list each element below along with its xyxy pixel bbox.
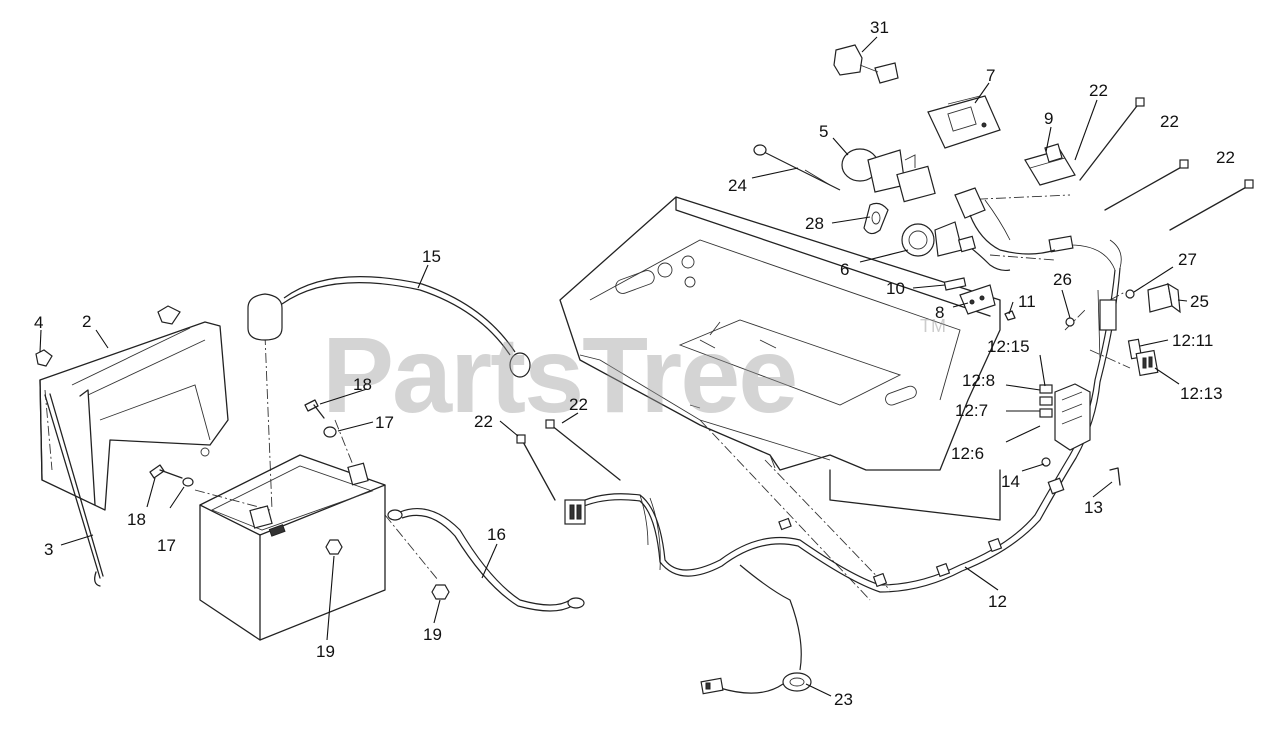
- key-28: [863, 202, 889, 235]
- fuses-and-relays: [1127, 338, 1159, 377]
- callout-17-b: 17: [157, 536, 176, 555]
- safety-switch-9: [1024, 143, 1076, 186]
- callout-4: 4: [34, 313, 43, 332]
- callout-17-a: 17: [375, 413, 394, 432]
- callout-7: 7: [986, 66, 995, 85]
- watermark-trademark: TM: [920, 316, 946, 336]
- relay-25: [1147, 282, 1181, 314]
- callout-19-b: 19: [423, 625, 442, 644]
- callout-10: 10: [886, 279, 905, 298]
- callout-25: 25: [1190, 292, 1209, 311]
- callout-22-a: 22: [1089, 81, 1108, 100]
- callout-27: 27: [1178, 250, 1197, 269]
- callout-13: 13: [1084, 498, 1103, 517]
- callout-8: 8: [935, 303, 944, 322]
- callout-12-8: 12:8: [962, 371, 995, 390]
- callout-12-13: 12:13: [1180, 384, 1223, 403]
- callout-18-b: 18: [127, 510, 146, 529]
- callout-22-d: 22: [474, 412, 493, 431]
- connector-31: [833, 44, 899, 84]
- callout-5: 5: [819, 122, 828, 141]
- frame-plate: [559, 196, 1001, 521]
- callout-9: 9: [1044, 109, 1053, 128]
- callout-22-b: 22: [1160, 112, 1179, 131]
- callout-12-7: 12:7: [955, 401, 988, 420]
- callout-26: 26: [1053, 270, 1072, 289]
- hour-meter: [927, 95, 1001, 149]
- callout-12-15: 12:15: [987, 337, 1030, 356]
- callout-16: 16: [487, 525, 506, 544]
- battery-cable-negative: [387, 508, 585, 612]
- callout-24: 24: [728, 176, 747, 195]
- callout-labels: 31 7 22 22 22 9 5 24 28 6 15 10 8 11 26 …: [34, 18, 1235, 709]
- callout-2: 2: [82, 312, 91, 331]
- callout-12: 12: [988, 592, 1007, 611]
- watermark-text: PartsTree: [322, 314, 796, 435]
- callout-31: 31: [870, 18, 889, 37]
- leader-lines: [39, 36, 1188, 697]
- main-wire-harness: [564, 235, 1122, 593]
- ignition-switch-module: [841, 148, 936, 203]
- callout-14: 14: [1001, 472, 1020, 491]
- parts-tree-watermark: PartsTree TM: [322, 314, 946, 435]
- battery: [199, 454, 386, 641]
- sensor-wire-23: [700, 564, 812, 695]
- wire-24: [753, 144, 841, 191]
- harness-connectors-top: [954, 187, 1056, 272]
- callout-6: 6: [840, 260, 849, 279]
- callout-22-c: 22: [1216, 148, 1235, 167]
- callout-15: 15: [422, 247, 441, 266]
- battery-hardware: [149, 399, 450, 600]
- switch-8-and-10: [943, 277, 1016, 321]
- screws-14-26-27-13: [1041, 289, 1135, 486]
- callout-12-6: 12:6: [951, 444, 984, 463]
- callout-18-a: 18: [353, 375, 372, 394]
- callout-23: 23: [834, 690, 853, 709]
- callout-12-11: 12:11: [1172, 331, 1213, 350]
- callout-11: 11: [1018, 292, 1036, 311]
- ignition-switch-6: [901, 221, 963, 257]
- battery-cover: [35, 305, 229, 587]
- callout-19-a: 19: [316, 642, 335, 661]
- cable-ties: [516, 97, 1254, 501]
- battery-cable-positive: [247, 276, 531, 378]
- callout-3: 3: [44, 540, 53, 559]
- callout-28: 28: [805, 214, 824, 233]
- callout-22-e: 22: [569, 395, 588, 414]
